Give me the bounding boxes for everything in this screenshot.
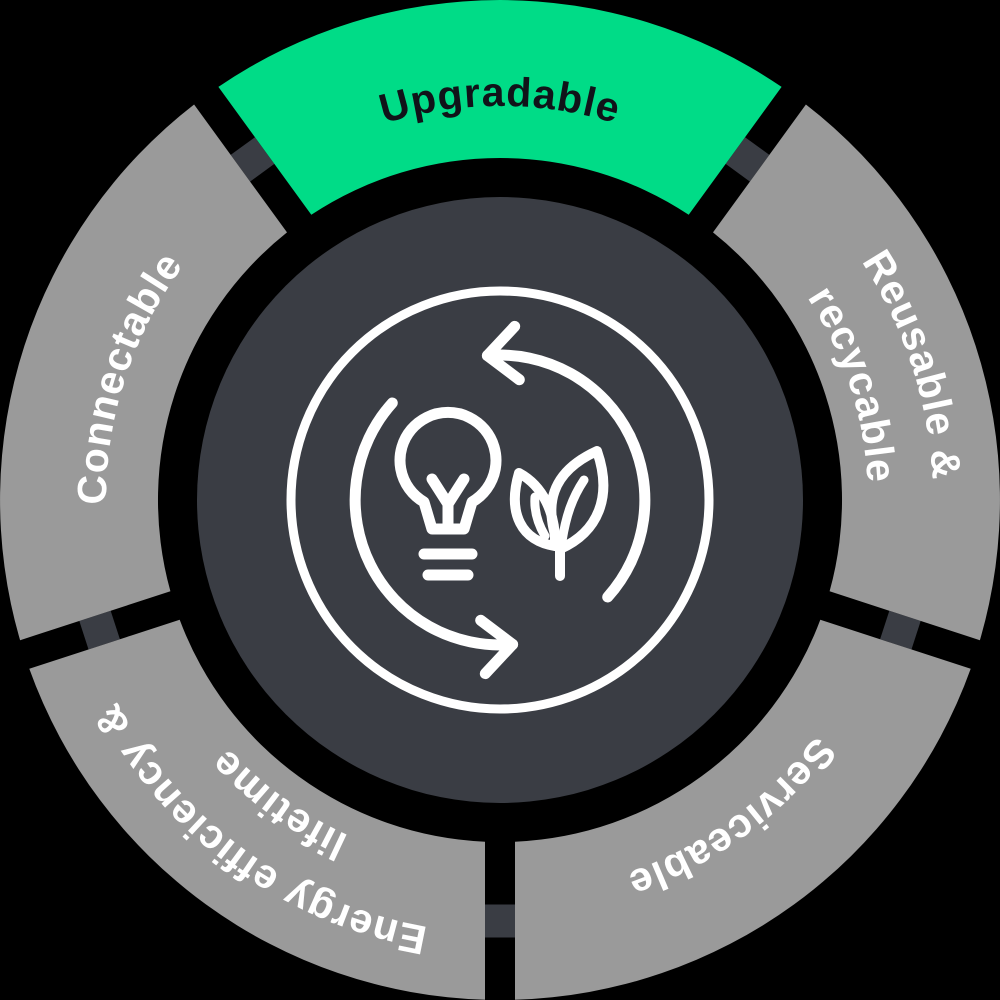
lightbulb-outline	[394, 406, 502, 535]
cycle-arrow-top	[481, 349, 651, 603]
leaf-small-vein	[530, 492, 550, 541]
center-hub-circle	[197, 197, 803, 803]
segment-gap-connector	[230, 137, 275, 182]
segment-connectable[interactable]	[0, 104, 288, 641]
lightbulb-icon	[394, 406, 502, 581]
cycle-arrows-icon	[349, 320, 651, 680]
segment-gap-connector	[725, 137, 770, 182]
segment-gap-connector	[880, 610, 921, 650]
segment-energy-efficiency-lifetime[interactable]	[29, 619, 486, 1000]
segment-upgradable[interactable]	[218, 0, 782, 215]
icon-ring-circle	[286, 286, 714, 714]
segment-gap-connector	[79, 610, 120, 650]
lightbulb-filament	[426, 473, 470, 535]
segment-serviceable[interactable]	[515, 619, 971, 1000]
segment-gap-connectors	[79, 137, 921, 938]
leaf-large-vein	[557, 475, 589, 546]
leaf-icon	[510, 446, 609, 581]
cycle-arrow-top-head	[481, 320, 525, 386]
cycle-arrow-bottom-head	[475, 614, 519, 680]
segment-reusable-recycable[interactable]	[713, 104, 1000, 641]
leaf-small-outline	[510, 468, 561, 551]
cycle-arrow-bottom	[349, 397, 519, 651]
lightbulb-base-lines	[418, 548, 478, 581]
sustainable-lighting-icon	[286, 286, 714, 714]
segment-gap-connector	[485, 904, 515, 938]
